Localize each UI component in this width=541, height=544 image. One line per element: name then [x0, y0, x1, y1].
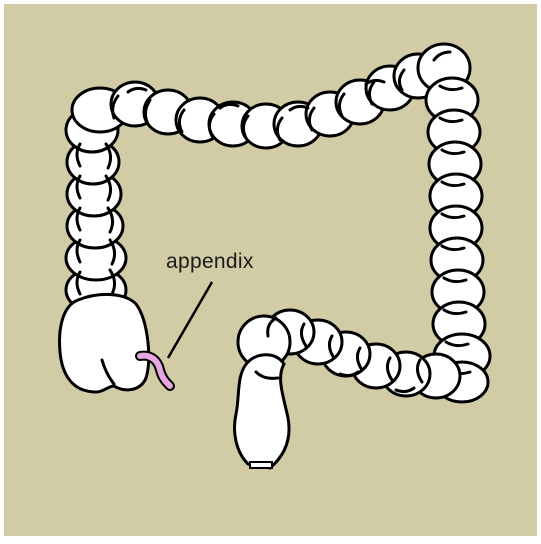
anal-canal — [250, 462, 272, 468]
appendix-label: appendix — [166, 250, 254, 274]
cecum — [60, 294, 149, 392]
rectum — [235, 355, 290, 468]
